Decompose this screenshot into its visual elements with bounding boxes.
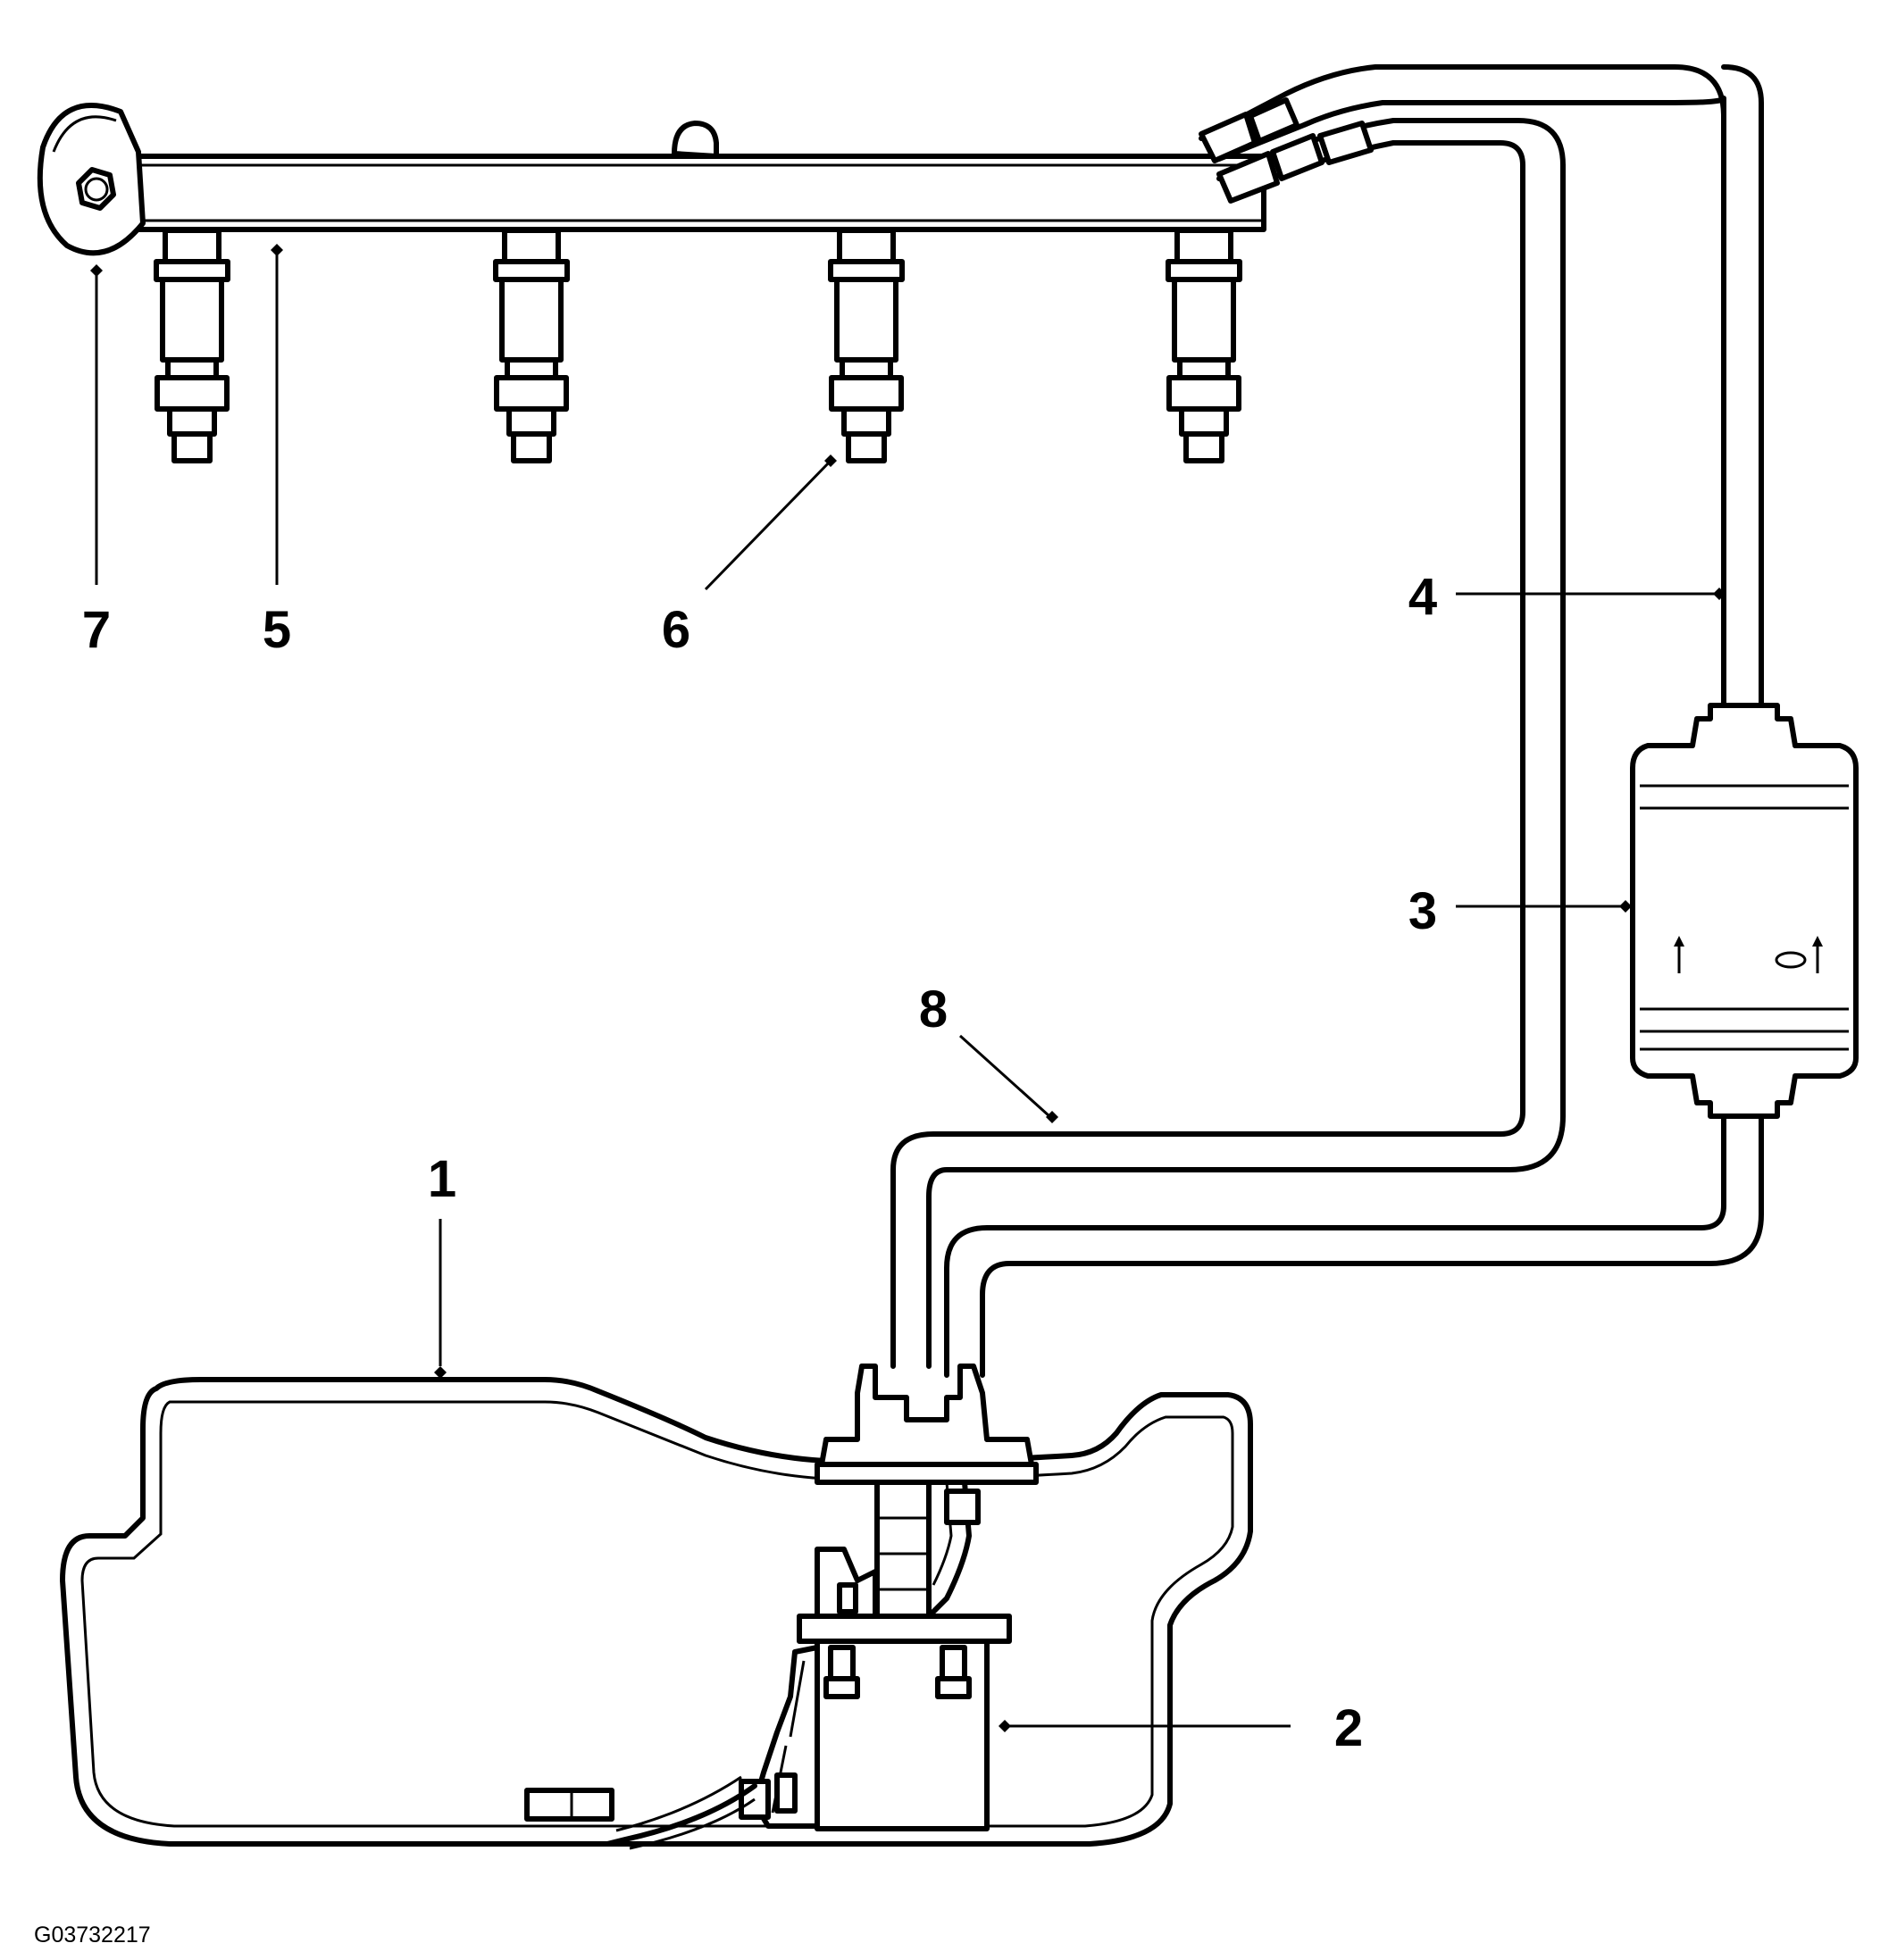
fuel-feed-line [1199,64,1764,708]
fuel-rail [131,121,1266,232]
callout-3: 3 [1408,882,1437,940]
injector-4 [1166,228,1242,463]
fuel-tank [60,1377,1253,1847]
fuel-return-line [890,118,1566,1369]
rail-mounting-bracket [37,103,146,256]
callout-6: 6 [662,601,690,659]
filter-inlet-line [944,1100,1764,1378]
injector-3 [828,228,905,463]
callout-7: 7 [82,601,111,659]
callout-5: 5 [263,601,291,659]
leader-lines [90,244,1726,1732]
injector-2 [493,228,570,463]
callout-1: 1 [428,1150,456,1208]
callout-2: 2 [1334,1699,1363,1757]
fuel-filter [1630,703,1859,1119]
callout-4: 4 [1408,568,1437,626]
callout-8: 8 [919,980,948,1038]
figure-reference-code: G03732217 [34,1922,151,1947]
fuel-pump-module [524,1364,1039,1850]
injector-1 [154,228,230,463]
